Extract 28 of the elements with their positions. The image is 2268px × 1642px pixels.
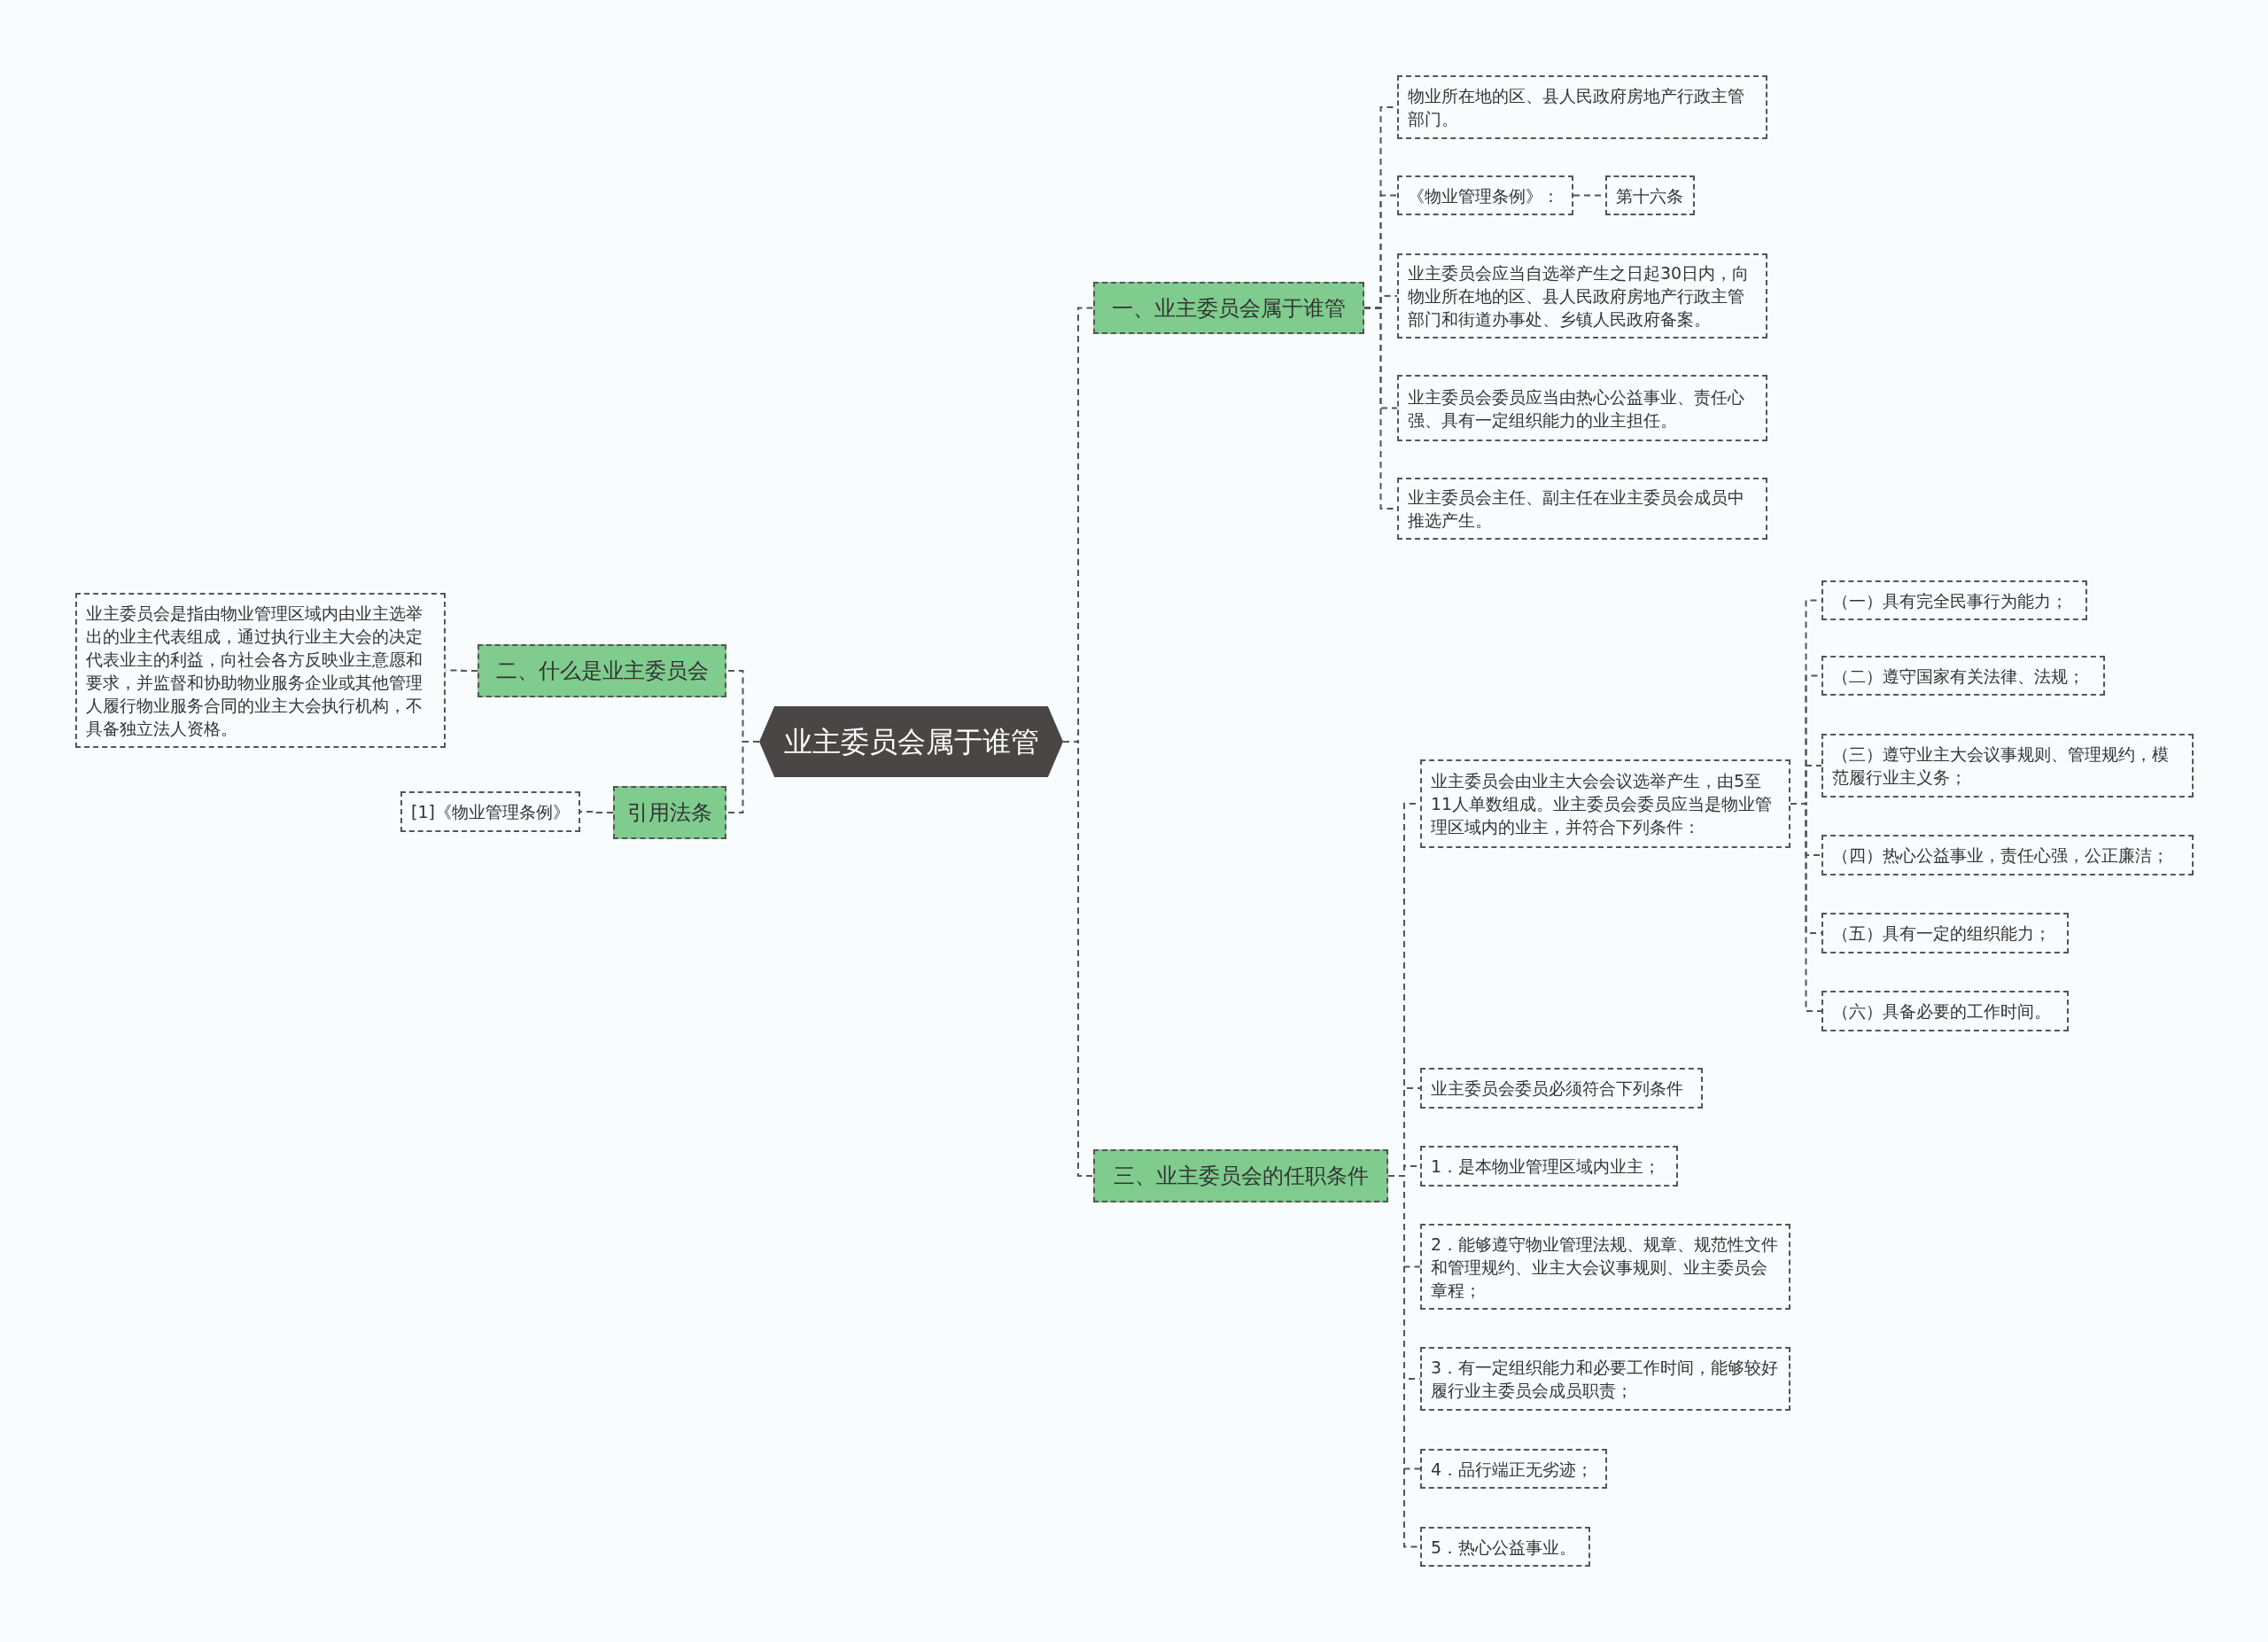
text-box: 业主委员会是指由物业管理区域内由业主选举出的业主代表组成，通过执行业主大会的决定代表业主的利益，向社会各方反映业主意愿和要求，并监督和协助物业服务企业或其他管理人履行物业服务合同的业主大会执行机构，不具备独立法人资格。: [75, 593, 446, 748]
text-box: 物业所在地的区、县人民政府房地产行政主管部门。: [1397, 75, 1767, 139]
text-box: （六）具备必要的工作时间。: [1821, 991, 2069, 1031]
text-box: 4．品行端正无劣迹；: [1420, 1449, 1607, 1489]
text-box: 业主委员会主任、副主任在业主委员会成员中推选产生。: [1397, 478, 1767, 540]
text-box: （三）遵守业主大会议事规则、管理规约，模范履行业主义务；: [1821, 734, 2194, 798]
text-box: 3．有一定组织能力和必要工作时间，能够较好履行业主委员会成员职责；: [1420, 1347, 1790, 1411]
text-box: 业主委员会由业主大会会议选举产生，由5至11人单数组成。业主委员会委员应当是物业管理区域内的业主，并符合下列条件：: [1420, 759, 1790, 848]
text-box: 第十六条: [1605, 175, 1695, 215]
text-box: （二）遵守国家有关法律、法规；: [1821, 656, 2105, 696]
branch-topic-box: 三、业主委员会的任职条件: [1093, 1149, 1388, 1202]
connector-line: [1790, 803, 1822, 1012]
text-box: 业主委员会委员应当由热心公益事业、责任心强、具有一定组织能力的业主担任。: [1397, 375, 1767, 441]
text-box: 1．是本物业管理区域内业主；: [1420, 1146, 1678, 1187]
branch-topic-box: 一、业主委员会属于谁管: [1093, 282, 1364, 334]
text-box: 5．热心公益事业。: [1420, 1527, 1590, 1567]
text-box: 业主委员会应当自选举产生之日起30日内，向物业所在地的区、县人民政府房地产行政主管部门和街道办事处、乡镇人民政府备案。: [1397, 253, 1767, 339]
text-box: （四）热心公益事业，责任心强，公正廉洁；: [1821, 835, 2194, 875]
connector-line: [579, 811, 614, 813]
text-box: 《物业管理条例》：: [1397, 175, 1573, 215]
branch-topic-box: 二、什么是业主委员会: [478, 644, 726, 697]
connector-line: [726, 741, 760, 813]
text-box: 业主委员会委员必须符合下列条件: [1420, 1068, 1703, 1109]
text-box: （一）具有完全民事行为能力；: [1821, 580, 2087, 620]
text-box: （五）具有一定的组织能力；: [1821, 913, 2069, 953]
branch-topic-box: 引用法条: [613, 786, 726, 839]
text-box: 2．能够遵守物业管理法规、规章、规范性文件和管理规约、业主大会议事规则、业主委员会章程；: [1420, 1224, 1790, 1310]
text-box: [1]《物业管理条例》: [400, 791, 580, 832]
